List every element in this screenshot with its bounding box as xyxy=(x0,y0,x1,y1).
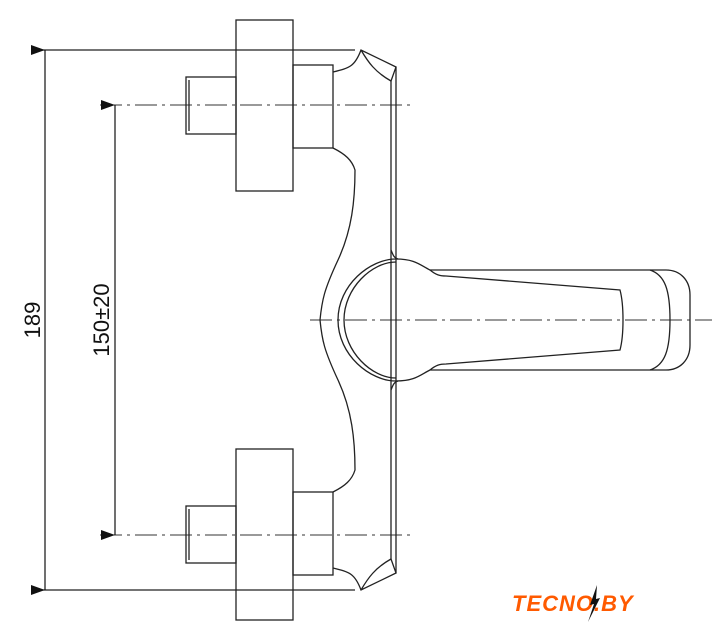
dimension-inlet-spacing: 150±20 xyxy=(89,100,116,540)
extension-lines xyxy=(32,49,355,591)
dimension-total-height: 189 xyxy=(20,45,46,595)
dimension-label-189: 189 xyxy=(20,302,45,339)
bottom-inlet-connector xyxy=(185,448,334,621)
centerlines xyxy=(100,104,712,536)
top-inlet-connector xyxy=(185,19,334,192)
mixer-body xyxy=(319,49,397,591)
tecno-by-logo: TECNO.BY xyxy=(512,585,635,622)
lever-handle xyxy=(337,249,691,391)
dimension-label-150: 150±20 xyxy=(89,283,114,356)
logo-text: TECNO.BY xyxy=(512,591,635,616)
